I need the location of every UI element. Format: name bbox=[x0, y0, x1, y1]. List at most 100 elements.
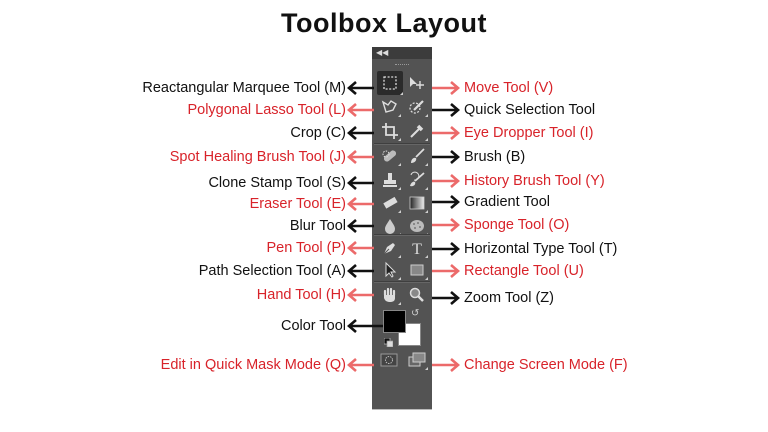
crop-icon bbox=[382, 123, 398, 139]
move-tool[interactable] bbox=[406, 73, 428, 93]
arrow-right-icon bbox=[432, 150, 460, 164]
magnifier-icon bbox=[409, 287, 424, 302]
brush-tool[interactable] bbox=[406, 146, 428, 166]
hand-icon bbox=[383, 287, 396, 302]
label-quick-selection-tool: Quick Selection Tool bbox=[464, 102, 596, 118]
clone-stamp-tool[interactable] bbox=[379, 170, 401, 190]
eyedropper-tool[interactable] bbox=[406, 121, 428, 141]
quick-mask-icon bbox=[380, 353, 398, 367]
collapse-icon[interactable]: ◀◀ bbox=[376, 48, 389, 57]
arrow-right-icon bbox=[432, 81, 460, 95]
polygonal-lasso-tool[interactable] bbox=[379, 97, 401, 117]
lasso-icon bbox=[381, 100, 397, 113]
label-change-screen-mode: Change Screen Mode (F) bbox=[464, 357, 628, 373]
label-pen-tool: Pen Tool (P) bbox=[266, 240, 346, 256]
label-rectangular-marquee-tool: Reactangular Marquee Tool (M) bbox=[142, 80, 346, 96]
arrow-left-icon bbox=[347, 126, 374, 140]
label-blur-tool: Blur Tool bbox=[289, 218, 346, 234]
label-zoom-tool: Zoom Tool (Z) bbox=[464, 290, 554, 306]
divider bbox=[374, 143, 430, 145]
arrow-left-icon bbox=[347, 319, 384, 333]
path-selection-tool[interactable] bbox=[379, 260, 401, 280]
divider bbox=[374, 281, 430, 283]
label-color-tool: Color Tool bbox=[280, 318, 346, 334]
marquee-icon bbox=[383, 76, 397, 90]
drag-grip[interactable] bbox=[395, 64, 409, 67]
gradient-icon bbox=[409, 196, 425, 210]
arrow-right-icon bbox=[432, 358, 460, 372]
pen-nib-icon bbox=[383, 243, 395, 255]
label-rectangle-tool: Rectangle Tool (U) bbox=[464, 263, 584, 279]
screen-mode-icon bbox=[408, 352, 426, 367]
zoom-tool[interactable] bbox=[406, 285, 428, 305]
arrow-left-icon bbox=[347, 150, 374, 164]
eraser-icon bbox=[383, 196, 398, 209]
arrow-cursor-icon bbox=[385, 261, 397, 278]
page-title: Toolbox Layout bbox=[281, 8, 487, 38]
blur-tool[interactable] bbox=[379, 216, 401, 236]
quick-mask-mode-button[interactable] bbox=[378, 350, 400, 370]
eraser-tool[interactable] bbox=[379, 193, 401, 213]
arrow-right-icon bbox=[432, 242, 460, 256]
label-move-tool: Move Tool (V) bbox=[464, 80, 554, 96]
sponge-tool[interactable] bbox=[406, 216, 428, 236]
crop-tool[interactable] bbox=[379, 121, 401, 141]
arrow-right-icon bbox=[432, 174, 460, 188]
bandage-icon bbox=[382, 150, 397, 162]
droplet-icon bbox=[385, 219, 395, 234]
arrow-right-icon bbox=[432, 264, 460, 278]
arrow-left-icon bbox=[347, 197, 374, 211]
brush-icon bbox=[411, 148, 425, 163]
label-history-brush-tool: History Brush Tool (Y) bbox=[464, 173, 605, 189]
swap-colors-icon[interactable]: ↺ bbox=[411, 308, 420, 319]
quick-selection-tool[interactable] bbox=[406, 97, 428, 117]
gradient-tool[interactable] bbox=[406, 193, 428, 213]
label-spot-healing-brush-tool: Spot Healing Brush Tool (J) bbox=[169, 149, 346, 165]
svg-text:T: T bbox=[412, 241, 422, 257]
label-eye-dropper-tool: Eye Dropper Tool (I) bbox=[464, 125, 594, 141]
label-sponge-tool: Sponge Tool (O) bbox=[464, 217, 570, 233]
foreground-color-swatch[interactable] bbox=[383, 310, 406, 333]
divider bbox=[374, 234, 430, 236]
history-brush-tool[interactable] bbox=[406, 170, 428, 190]
label-clone-stamp-tool: Clone Stamp Tool (S) bbox=[208, 175, 346, 191]
label-gradient-tool: Gradient Tool bbox=[464, 194, 550, 210]
move-icon bbox=[410, 77, 424, 89]
rectangle-tool[interactable] bbox=[406, 260, 428, 280]
eyedropper-icon bbox=[410, 124, 424, 138]
arrow-left-icon bbox=[347, 264, 374, 278]
arrow-left-icon bbox=[347, 241, 374, 255]
type-icon: T bbox=[412, 241, 422, 257]
arrow-left-icon bbox=[347, 358, 374, 372]
label-crop-tool: Crop (C) bbox=[290, 125, 346, 141]
horizontal-type-tool[interactable]: T bbox=[406, 238, 428, 258]
arrow-left-icon bbox=[347, 81, 374, 95]
hand-tool[interactable] bbox=[379, 285, 401, 305]
stamp-icon bbox=[383, 173, 397, 187]
label-polygonal-lasso-tool: Polygonal Lasso Tool (L) bbox=[187, 102, 346, 118]
arrow-left-icon bbox=[347, 103, 374, 117]
panel-header[interactable]: ◀◀ bbox=[372, 47, 432, 59]
label-path-selection-tool: Path Selection Tool (A) bbox=[198, 263, 346, 279]
sponge-icon bbox=[410, 220, 424, 232]
change-screen-mode-button[interactable] bbox=[406, 350, 428, 370]
toolbox-panel: ◀◀ bbox=[372, 47, 432, 409]
arrow-right-icon bbox=[432, 103, 460, 117]
default-colors-icon[interactable] bbox=[384, 338, 393, 347]
arrow-left-icon bbox=[347, 176, 374, 190]
rectangle-icon bbox=[410, 264, 424, 276]
arrow-right-icon bbox=[432, 195, 460, 209]
quick-selection-icon bbox=[409, 100, 424, 114]
pen-tool[interactable] bbox=[379, 238, 401, 258]
arrow-left-icon bbox=[347, 219, 374, 233]
arrow-right-icon bbox=[432, 218, 460, 232]
label-quick-mask-mode: Edit in Quick Mask Mode (Q) bbox=[160, 357, 346, 373]
arrow-left-icon bbox=[347, 288, 374, 302]
arrow-right-icon bbox=[432, 291, 460, 305]
label-eraser-tool: Eraser Tool (E) bbox=[249, 196, 346, 212]
rectangular-marquee-tool[interactable] bbox=[377, 71, 403, 95]
label-brush-tool: Brush (B) bbox=[464, 149, 526, 165]
arrow-right-icon bbox=[432, 126, 460, 140]
label-horizontal-type-tool: Horizontal Type Tool (T) bbox=[464, 241, 618, 257]
spot-healing-brush-tool[interactable] bbox=[379, 146, 401, 166]
